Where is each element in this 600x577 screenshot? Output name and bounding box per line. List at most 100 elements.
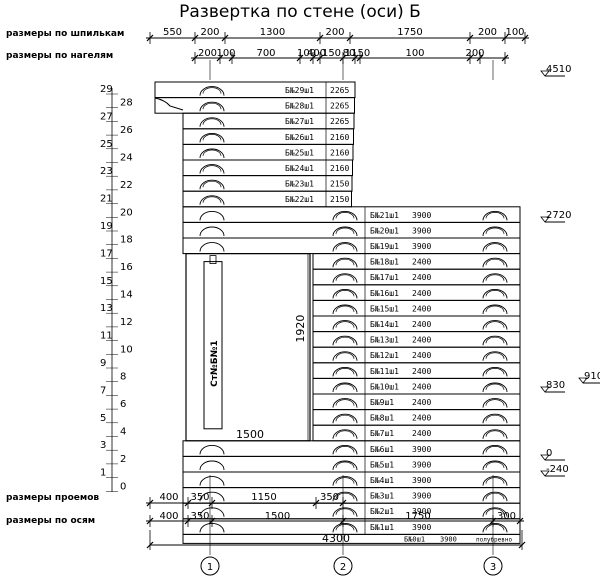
log-end-arc [202, 118, 222, 125]
row-number: 23 [100, 166, 113, 177]
drawing-title: Развертка по стене (оси) Б [179, 2, 421, 22]
log-label: Б№1ш1 [370, 523, 394, 532]
studs-dim-value: 200 [478, 27, 497, 38]
half-log-row [182, 533, 521, 544]
openings-dim-value: 1150 [251, 492, 276, 503]
studs-dim-value: 1300 [260, 27, 285, 38]
log-label: Б№28ш1 [285, 102, 314, 111]
axis-bubble [333, 556, 353, 576]
row-number: 8 [120, 372, 126, 383]
log-end-arc [335, 430, 355, 437]
log-label: Б№4ш1 [370, 476, 394, 485]
log-end-arc [202, 134, 222, 141]
studs-dim-value: 550 [163, 27, 182, 38]
level-mark-triangle [540, 470, 550, 477]
log-end-arc [482, 476, 508, 486]
log-end-arc [332, 320, 358, 330]
log-end-arc [482, 366, 508, 377]
log-end-arc [335, 336, 355, 344]
log-length: 3900 [412, 242, 431, 251]
nagels-dim-value: 200 [198, 48, 217, 59]
log-end-arc [482, 444, 508, 455]
log-length: 2265 [330, 86, 349, 95]
log-end-arc [485, 336, 505, 344]
row-number: 14 [120, 290, 133, 301]
log-label: Б№2ш1 [370, 507, 394, 516]
log-end-arc [335, 477, 355, 484]
log-length: 2400 [412, 414, 431, 423]
dimension-tick [309, 54, 317, 62]
log-label: Б№27ш1 [285, 117, 314, 126]
row-number: 17 [100, 248, 113, 259]
log-end-arc [332, 398, 358, 408]
log-end-arc [485, 305, 505, 313]
log-length: 2400 [412, 304, 431, 313]
log-end-arc [482, 429, 508, 439]
log-row [182, 159, 353, 177]
log-length: 2400 [412, 398, 431, 407]
level-mark-value: 0 [546, 448, 552, 459]
log-end-arc [485, 508, 505, 515]
log-length: 2400 [412, 429, 431, 438]
log-end-arc [199, 476, 225, 486]
row-number: 2 [120, 454, 126, 465]
dimension-tick [518, 541, 526, 549]
dimension-tick [191, 54, 199, 62]
log-row [154, 81, 356, 99]
log-end-arc [482, 335, 508, 346]
log-end-arc [199, 507, 225, 517]
level-mark-triangle [540, 216, 550, 223]
log-label: Б№16ш1 [370, 289, 399, 298]
row-number: 28 [120, 98, 133, 109]
log-end-arc [199, 491, 225, 502]
row-number: 22 [120, 180, 133, 191]
log-length: 2160 [330, 133, 349, 142]
log-end-arc [332, 382, 358, 393]
log-end-arc [199, 148, 225, 159]
log-end-arc [199, 522, 225, 533]
log-label: Б№18ш1 [370, 258, 399, 267]
log-end-arc [485, 212, 505, 219]
log-end-arc [485, 477, 505, 484]
log-end-arc [332, 491, 358, 502]
log-end-arc [335, 274, 355, 281]
level-mark-value: 4510 [546, 64, 571, 75]
log-end-arc [199, 226, 225, 237]
row-number: 13 [100, 303, 113, 314]
log-end-arc [332, 273, 358, 283]
log-row [182, 143, 354, 161]
log-length: 2265 [330, 117, 349, 126]
dimension-tick [501, 34, 509, 42]
row-number: 4 [120, 427, 126, 438]
log-end-arc [332, 335, 358, 346]
log-end-arc [482, 242, 508, 252]
log-label: Б№20ш1 [370, 226, 399, 235]
dimension-tick [521, 34, 529, 42]
log-label: Б№10ш1 [370, 382, 399, 391]
log-end-arc [199, 101, 225, 112]
log-label: Б№7ш1 [370, 429, 394, 438]
log-end-arc [485, 258, 505, 266]
dimension-tick [146, 541, 154, 549]
log-label: Б№17ш1 [370, 273, 399, 282]
studs-dim-value: 1750 [397, 27, 422, 38]
row-number: 16 [120, 262, 133, 273]
nagels-dim-value: 100 [216, 48, 235, 59]
log-end-arc [199, 86, 225, 96]
dimension-tick [146, 34, 154, 42]
log-end-arc [485, 243, 505, 250]
log-end-arc [332, 257, 358, 268]
dimension-tick [466, 34, 474, 42]
log-label: Б№25ш1 [285, 148, 314, 157]
log-end-arc [482, 507, 508, 517]
dimension-tick [146, 499, 154, 507]
log-label: Б№0ш1 [404, 535, 425, 543]
level-mark-value: 910 [584, 371, 600, 382]
nagels-dim-value: 200 [465, 48, 484, 59]
log-label: Б№24ш1 [285, 164, 314, 173]
log-label: Б№14ш1 [370, 320, 399, 329]
row-number: 27 [100, 111, 113, 122]
